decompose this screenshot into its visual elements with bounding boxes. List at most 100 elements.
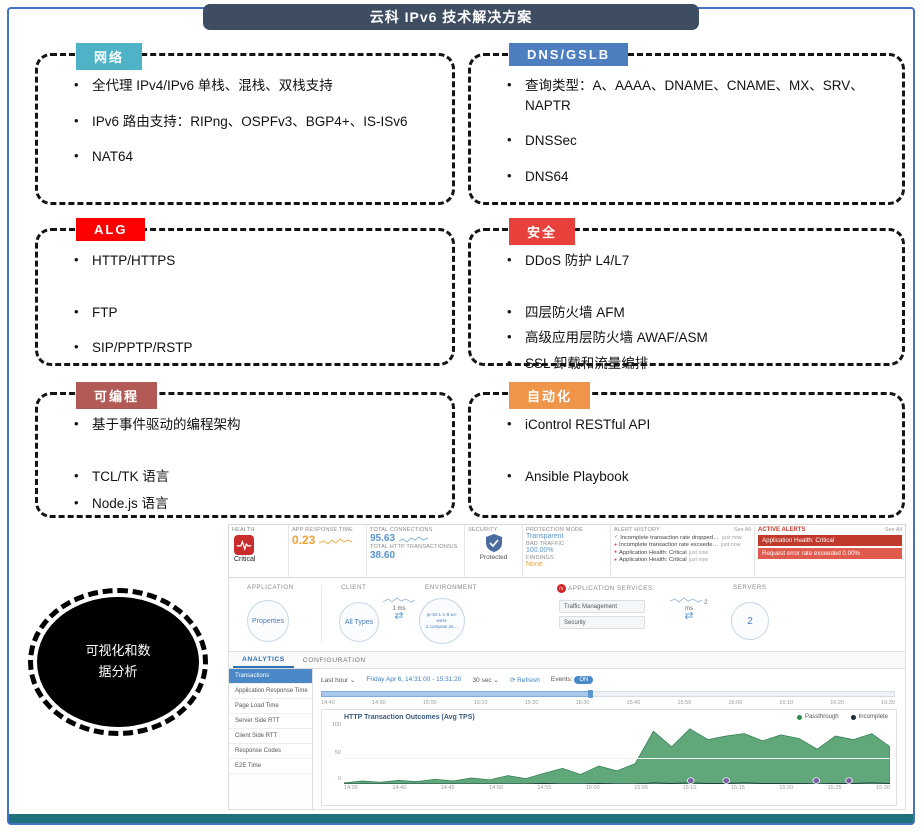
page-title: 云科 IPv6 技术解决方案: [203, 4, 699, 30]
bottom-accent-bar: [9, 814, 913, 823]
servers-node[interactable]: 2: [731, 602, 769, 640]
visualization-ellipse: 可视化和数据分析: [28, 588, 208, 736]
feature-item: iControl RESTful API: [505, 415, 888, 435]
client-node[interactable]: All Types: [339, 602, 379, 642]
findings-value: None: [526, 561, 543, 568]
feature-item: DNS64: [505, 167, 888, 187]
refresh-button[interactable]: ⟳ Refresh: [509, 676, 540, 684]
sidebar-item-e2e-time[interactable]: E2E Time: [229, 759, 312, 774]
connections-cell: TOTAL CONNECTIONS 95.63 TOTAL HTTP TRANS…: [367, 525, 465, 577]
connections-sparkline: [399, 535, 429, 543]
alert-history-text: Incomplete transaction rate exceeded 0.0…: [619, 542, 719, 548]
time-tick: 16:00: [728, 700, 743, 706]
time-range: Friday Apr 6, 14:31:00 - 15:31:20: [366, 676, 462, 683]
sidebar-item-client-side-rtt[interactable]: Client Side RTT: [229, 729, 312, 744]
alert-history-see-all[interactable]: See All: [733, 527, 751, 533]
time-tick: 14:50: [371, 700, 386, 706]
event-marker: [687, 777, 695, 784]
time-slider-handle[interactable]: [588, 690, 594, 698]
tps-chart-card: HTTP Transaction Outcomes (Avg TPS) Pass…: [321, 709, 897, 806]
alert-history-item: ● Incomplete transaction rate exceeded 0…: [614, 542, 751, 548]
alert-history-time: just now: [688, 549, 709, 556]
analytics-section: ANALYTICS CONFIGURATION Transactions App…: [228, 652, 906, 810]
time-tick: 15:00: [422, 700, 437, 706]
tab-analytics[interactable]: ANALYTICS: [233, 652, 294, 668]
alert-history-cell: ALERT HISTORY See All ✓ Incomplete trans…: [611, 525, 755, 577]
health-cell: HEALTH Critical: [229, 525, 289, 577]
legend-incomplete[interactable]: Incomplete: [850, 714, 888, 720]
health-label: HEALTH: [232, 527, 255, 533]
active-alert-item[interactable]: Request error rate exceeded 0.00%: [758, 548, 902, 559]
time-tick: 15:10: [473, 700, 488, 706]
feature-item: Ansible Playbook: [505, 467, 888, 487]
sidebar-item-app-response-time[interactable]: Application Response Time: [229, 684, 312, 699]
interval-dropdown[interactable]: 30 sec ⌄: [472, 676, 499, 684]
health-status: Critical: [234, 556, 256, 563]
x-tick: 14:50: [489, 785, 503, 791]
shield-icon: [485, 534, 502, 552]
feature-box-security-label: 安全: [509, 218, 576, 245]
environment-node-label: ip-10-1-1-8-us-west-2.compute.int…: [425, 612, 459, 629]
analytics-dashboard: HEALTH Critical APP RESPONSE TIME 0.23 T…: [228, 524, 906, 810]
legend-passthrough[interactable]: Passthrough: [796, 714, 839, 720]
tps-events: [687, 777, 853, 784]
chevron-down-icon: ⌄: [349, 676, 356, 684]
client-latency-value: 1 ms: [392, 606, 406, 612]
application-node[interactable]: Properties: [247, 600, 289, 642]
chevron-down-icon: ⌄: [493, 676, 499, 684]
visualization-label: 可视化和数据分析: [85, 643, 151, 679]
total-http-value: 38.60: [370, 550, 396, 561]
service-item[interactable]: Security: [559, 616, 645, 629]
total-connections-label: TOTAL CONNECTIONS: [370, 527, 433, 533]
x-tick: 15:25: [827, 785, 842, 791]
time-tick: 15:40: [626, 700, 641, 706]
app-response-cell: APP RESPONSE TIME 0.23: [289, 525, 367, 577]
y-tick: 0: [337, 776, 341, 782]
topology-servers-label: SERVERS: [733, 584, 767, 591]
topology-divider: [321, 586, 322, 643]
time-tick: 16:20: [830, 700, 844, 706]
feature-item: 四层防火墙 AFM: [505, 303, 888, 323]
total-http-label: TOTAL HTTP TRANSACTIONS/S: [370, 544, 458, 550]
feature-box-dns-gslb-label: DNS/GSLB: [509, 43, 629, 66]
alert-history-item: ● Application Health: Critical just now: [614, 557, 751, 563]
bad-traffic-label: BAD TRAFFIC: [526, 541, 565, 547]
time-tick: 15:20: [524, 700, 539, 706]
gridline: [344, 757, 890, 759]
sidebar-item-response-codes[interactable]: Response Codes: [229, 744, 312, 759]
feature-list-programmability: 基于事件驱动的编程架构 TCL/TK 语言 Node.js 语言: [72, 415, 438, 514]
service-item[interactable]: Traffic Management: [559, 600, 645, 613]
time-slider[interactable]: [321, 689, 897, 699]
feature-item: HTTP/HTTPS: [72, 251, 438, 271]
alert-history-text: Application Health: Critical: [619, 557, 687, 563]
feature-item: 全代理 IPv4/IPv6 单栈、混栈、双栈支持: [72, 76, 438, 96]
feature-list-network: 全代理 IPv4/IPv6 单栈、混栈、双栈支持 IPv6 路由支持：RIPng…: [72, 76, 438, 167]
alert-history-time: just now: [688, 557, 709, 563]
stats-row: HEALTH Critical APP RESPONSE TIME 0.23 T…: [228, 524, 906, 578]
feature-box-dns-gslb: DNS/GSLB 查询类型：A、AAAA、DNAME、CNAME、MX、SRV、…: [468, 43, 905, 205]
active-alert-item[interactable]: Application Health: Critical: [758, 535, 902, 546]
alert-history-time: just now: [722, 534, 742, 541]
legend-label: Passthrough: [804, 714, 839, 720]
sidebar-item-transactions[interactable]: Transactions: [229, 669, 312, 684]
events-toggle[interactable]: Events: ON: [551, 676, 594, 684]
sidebar-item-page-load-time[interactable]: Page Load Time: [229, 699, 312, 714]
time-controls: Last hour ⌄ Friday Apr 6, 14:31:00 - 15:…: [321, 673, 897, 686]
time-preset-dropdown[interactable]: Last hour ⌄: [321, 676, 356, 684]
active-alerts-see-all[interactable]: See All: [884, 527, 902, 533]
active-alerts-label: ACTIVE ALERTS: [758, 527, 806, 533]
chart-plot: 100 50 0 14:35 14:40: [332, 722, 890, 791]
sidebar-item-server-side-rtt[interactable]: Server Side RTT: [229, 714, 312, 729]
x-tick: 14:35: [344, 785, 358, 791]
feature-box-programmability: 可编程 基于事件驱动的编程架构 TCL/TK 语言 Node.js 语言: [35, 382, 455, 518]
time-slider-selection[interactable]: [321, 691, 592, 697]
latency-sparkline: [382, 597, 416, 603]
y-tick: 100: [331, 722, 341, 728]
tab-configuration[interactable]: CONFIGURATION: [302, 656, 366, 664]
environment-node[interactable]: ip-10-1-1-8-us-west-2.compute.int…: [419, 598, 465, 644]
alert-history-time: just now: [721, 542, 741, 548]
x-tick: 15:00: [585, 785, 600, 791]
feature-item: IPv6 路由支持：RIPng、OSPFv3、BGP4+、IS-ISv6: [72, 112, 438, 132]
